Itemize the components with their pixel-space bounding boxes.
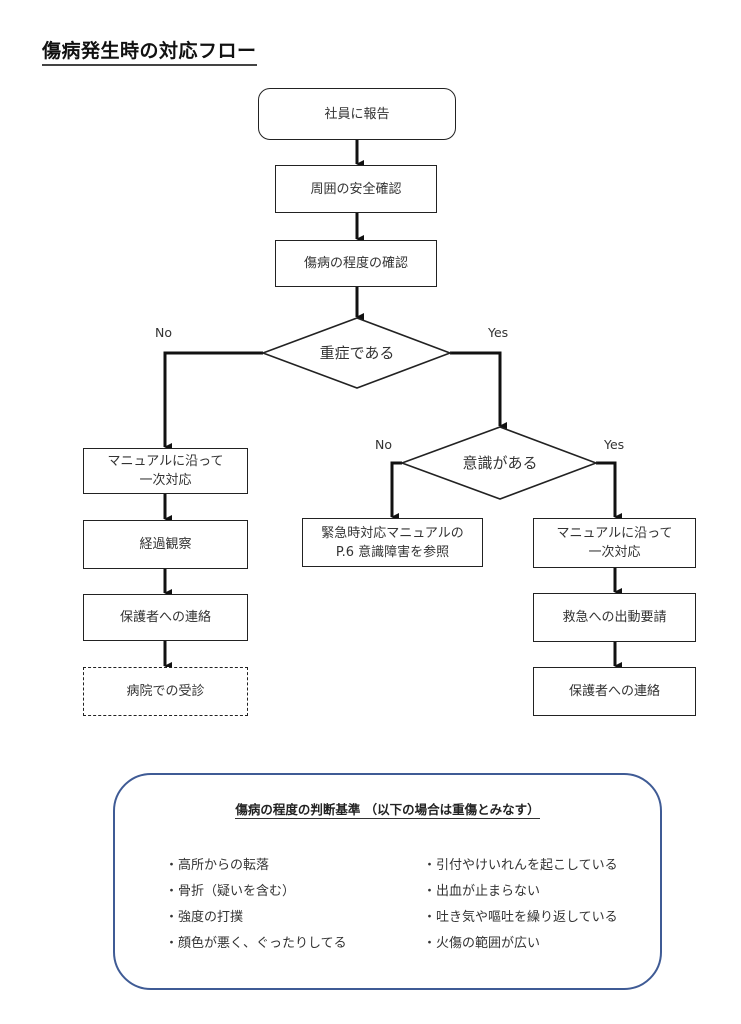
step-right-contact-guardian: 保護者への連絡 (533, 667, 696, 716)
decision-diamond-serious (260, 317, 453, 389)
arrow-serious-yes (450, 351, 507, 430)
step-right-contact-guardian-label: 保護者への連絡 (568, 684, 660, 699)
criteria-item: ・高所からの転落 (165, 858, 270, 873)
criteria-item: ・顔色が悪く、ぐったりしてる (165, 936, 347, 951)
criteria-item: ・吐き気や嘔吐を繰り返している (423, 910, 618, 925)
step-left-first-aid-line1: マニュアルに沿って (107, 454, 224, 469)
step-safety-check: 周囲の安全確認 (275, 165, 437, 213)
step-call-ambulance: 救急への出動要請 (533, 593, 696, 642)
step-observe-label: 経過観察 (139, 537, 192, 552)
criteria-title: 傷病の程度の判断基準 （以下の場合は重傷とみなす） (235, 802, 540, 819)
step-unconscious-line1: 緊急時対応マニュアルの (321, 525, 464, 541)
step-safety-check-label: 周囲の安全確認 (310, 181, 402, 197)
decision-serious: 重症である (290, 338, 424, 368)
criteria-title-wrap: 傷病の程度の判断基準 （以下の場合は重傷とみなす） (115, 799, 660, 819)
step-call-ambulance-label: 救急への出動要請 (562, 610, 667, 625)
label-serious-no: No (155, 325, 172, 340)
label-serious-yes: Yes (488, 325, 509, 340)
step-report-label: 社員に報告 (324, 106, 390, 122)
step-right-first-aid: マニュアルに沿って 一次対応 (533, 518, 696, 568)
arrow-serious-no (163, 351, 263, 451)
step-left-first-aid: マニュアルに沿って 一次対応 (83, 448, 248, 494)
criteria-left-list: ・高所からの転落 ・骨折（疑いを含む） ・強度の打撲 ・顔色が悪く、ぐったりして… (165, 853, 347, 957)
criteria-item: ・強度の打撲 (165, 910, 244, 925)
step-left-contact-guardian: 保護者への連絡 (83, 594, 248, 641)
step-hospital-visit-label: 病院での受診 (126, 684, 205, 699)
criteria-item: ・骨折（疑いを含む） (165, 884, 296, 899)
step-severity-check-label: 傷病の程度の確認 (303, 256, 408, 271)
label-conscious-yes: Yes (604, 437, 625, 452)
step-right-first-aid-line2: 一次対応 (588, 545, 641, 560)
step-observe: 経過観察 (83, 520, 248, 569)
criteria-item: ・出血が止まらない (423, 884, 541, 899)
step-hospital-visit: 病院での受診 (83, 667, 248, 716)
step-left-contact-guardian-label: 保護者への連絡 (119, 610, 211, 625)
decision-diamond-conscious (399, 426, 599, 500)
step-right-first-aid-line1: マニュアルに沿って (556, 526, 673, 541)
decision-conscious-label: 意識がある (462, 453, 538, 472)
step-left-first-aid-line2: 一次対応 (139, 473, 192, 488)
arrow-conscious-no (390, 461, 402, 521)
arrow-conscious-yes (596, 461, 622, 521)
step-unconscious-reference: 緊急時対応マニュアルの P.6 意識障害を参照 (302, 518, 483, 567)
label-conscious-no: No (375, 437, 392, 452)
page-title: 傷病発生時の対応フロー (42, 36, 257, 66)
step-report: 社員に報告 (258, 88, 456, 140)
criteria-right-list: ・引付やけいれんを起こしている ・出血が止まらない ・吐き気や嘔吐を繰り返してい… (423, 853, 618, 957)
decision-serious-label: 重症である (319, 343, 395, 362)
criteria-item: ・火傷の範囲が広い (423, 936, 541, 951)
decision-conscious: 意識がある (432, 448, 568, 478)
step-severity-check: 傷病の程度の確認 (275, 240, 437, 287)
criteria-item: ・引付やけいれんを起こしている (423, 858, 618, 873)
criteria-box: 傷病の程度の判断基準 （以下の場合は重傷とみなす） ・高所からの転落 ・骨折（疑… (113, 773, 662, 990)
step-unconscious-line2: P.6 意識障害を参照 (335, 544, 450, 560)
